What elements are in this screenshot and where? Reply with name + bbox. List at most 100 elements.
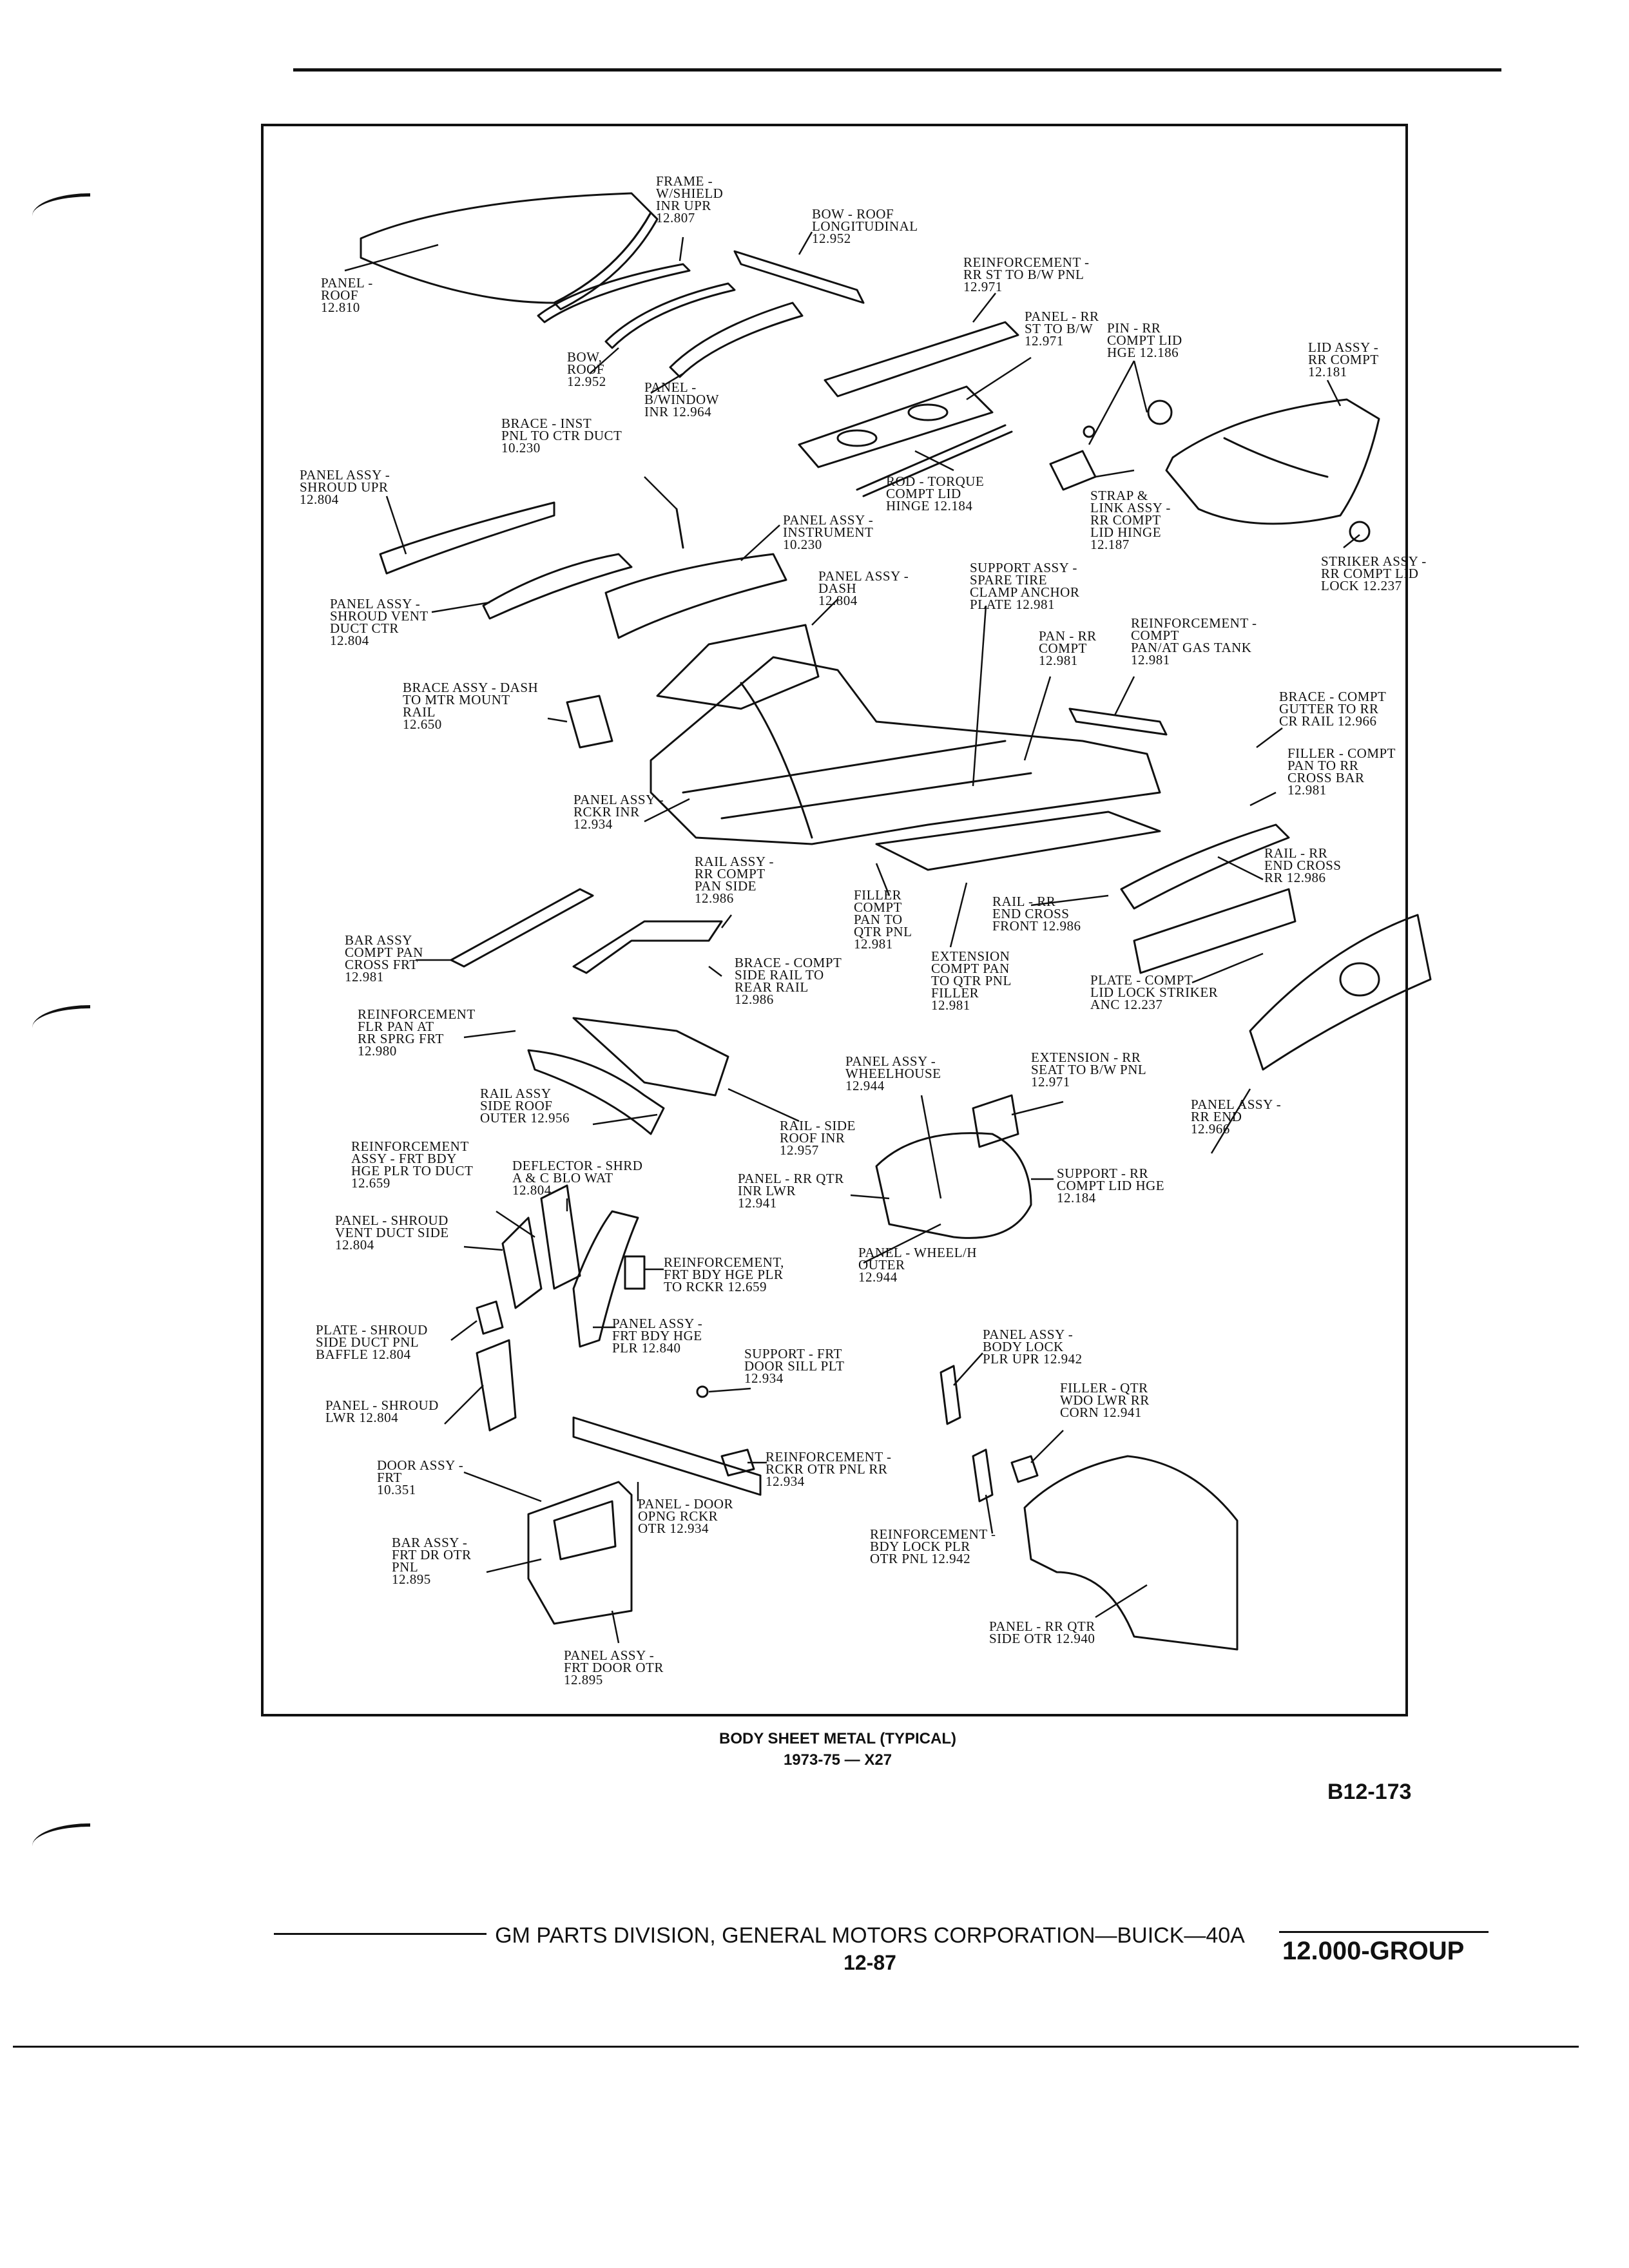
label-door-assy-frt: DOOR ASSY - FRT 10.351 — [377, 1457, 464, 1497]
longitudinal-bow-shape — [733, 250, 865, 304]
label-pin-rr-compt: PIN - RR COMPT LID HGE 12.186 — [1107, 320, 1182, 360]
header-rule — [293, 68, 1501, 72]
label-panel-shroud-lwr: PANEL - SHROUD LWR 12.804 — [325, 1398, 439, 1425]
label-reinf-compt-pan: REINFORCEMENT - COMPT PAN/AT GAS TANK 12… — [1131, 615, 1257, 668]
label-filler-compt-pan-qtr: FILLER COMPT PAN TO QTR PNL 12.981 — [854, 887, 912, 952]
label-brace-compt-side-rail: BRACE - COMPT SIDE RAIL TO REAR RAIL 12.… — [735, 955, 842, 1007]
rr-compt-pan-shape — [875, 811, 1161, 871]
label-frame-wshield: FRAME - W/SHIELD INR UPR 12.807 — [656, 173, 724, 226]
label-panel-wheel-outer: PANEL - WHEEL/H OUTER 12.944 — [858, 1245, 978, 1285]
label-reinf-frt-bdy-hge-duct: REINFORCEMENT ASSY - FRT BDY HGE PLR TO … — [351, 1139, 474, 1191]
label-panel-wheelhouse: PANEL ASSY - WHEELHOUSE 12.944 — [845, 1053, 941, 1093]
shroud-vent-shape — [482, 553, 633, 620]
label-rail-rr-compt-pan-side: RAIL ASSY - RR COMPT PAN SIDE 12.986 — [695, 854, 774, 906]
floor-tunnel — [740, 682, 813, 839]
striker-shape — [1349, 521, 1371, 543]
label-plate-shroud-baffle: PLATE - SHROUD SIDE DUCT PNL BAFFLE 12.8… — [316, 1322, 428, 1362]
reinf-bdy-lock-shape — [972, 1448, 994, 1503]
torque-rod-shape — [856, 424, 1007, 491]
label-brace-dash-mtr: BRACE ASSY - DASH TO MTR MOUNT RAIL 12.6… — [403, 680, 539, 732]
figure-reference-number: B12-173 — [1327, 1780, 1412, 1804]
shroud-upr-shape — [379, 501, 555, 575]
label-reinf-flr-pan: REINFORCEMENT FLR PAN AT RR SPRG FRT 12.… — [358, 1006, 476, 1059]
tail-lamp-opening — [1339, 962, 1380, 997]
shroud-side-shape — [501, 1216, 543, 1309]
label-panel-bwindow: PANEL - B/WINDOW INR 12.964 — [644, 380, 719, 419]
plate-shroud-baffle-shape — [476, 1300, 504, 1335]
label-panel-instrument: PANEL ASSY - INSTRUMENT 10.230 — [783, 512, 874, 552]
speaker-hole — [907, 403, 949, 421]
label-panel-frt-door-otr: PANEL ASSY - FRT DOOR OTR 12.895 — [564, 1648, 664, 1687]
body-lock-pillar-shape — [940, 1365, 961, 1425]
label-panel-door-opng: PANEL - DOOR OPNG RCKR OTR 12.934 — [638, 1496, 733, 1536]
footer-page-number: 12-87 — [843, 1951, 896, 1974]
floor-rib — [720, 772, 1032, 820]
torque-rod-shape — [862, 430, 1013, 497]
label-extension-compt-pan: EXTENSION COMPT PAN TO QTR PNL FILLER 12… — [931, 948, 1012, 1013]
rear-end-panel-shape — [1249, 914, 1432, 1071]
label-bar-assy-compt-pan: BAR ASSY COMPT PAN CROSS FRT 12.981 — [345, 932, 423, 985]
label-panel-rr-qtr-side: PANEL - RR QTR SIDE OTR 12.940 — [989, 1619, 1095, 1646]
cross-bar-shape — [450, 888, 594, 968]
label-extension-rr-seat: EXTENSION - RR SEAT TO B/W PNL 12.971 — [1031, 1050, 1147, 1090]
label-reinf-frt-bdy-rckr: REINFORCEMENT, FRT BDY HGE PLR TO RCKR 1… — [664, 1254, 784, 1294]
label-reinf-rckr-otr: REINFORCEMENT - RCKR OTR PNL RR 12.934 — [766, 1449, 892, 1489]
roof-panel-shape — [360, 192, 652, 304]
diagram-caption-title: BODY SHEET METAL (TYPICAL) — [718, 1730, 956, 1747]
label-bar-assy-frt-dr: BAR ASSY - FRT DR OTR PNL 12.895 — [392, 1535, 472, 1587]
label-panel-rr-qtr-inr: PANEL - RR QTR INR LWR 12.941 — [738, 1171, 844, 1211]
instrument-panel-shape — [604, 553, 787, 639]
door-window-opening — [553, 1500, 617, 1561]
windshield-frame-shape — [537, 263, 691, 323]
label-filler-compt-pan-cross: FILLER - COMPT PAN TO RR CROSS BAR 12.98… — [1287, 745, 1396, 798]
hinge-strap-shape — [1049, 450, 1097, 491]
label-filler-qtr-wdo: FILLER - QTR WDO LWR RR CORN 12.941 — [1060, 1380, 1150, 1420]
reinf-rr-seat-shape — [824, 321, 1019, 398]
speaker-hole — [836, 429, 878, 447]
rr-seat-bw-panel-shape — [798, 385, 994, 468]
label-bow-roof-longitudinal: BOW - ROOF LONGITUDINAL 12.952 — [812, 206, 918, 246]
dash-panel-shape — [656, 624, 820, 710]
compt-side-rail-shape — [572, 920, 723, 974]
label-striker-assy: STRIKER ASSY - RR COMPT LID LOCK 12.237 — [1321, 553, 1427, 593]
label-strap-link: STRAP & LINK ASSY - RR COMPT LID HINGE 1… — [1090, 488, 1171, 552]
front-door-shape — [527, 1481, 633, 1625]
label-pan-rr-compt: PAN - RR COMPT 12.981 — [1039, 628, 1097, 668]
decklid-shape — [1165, 398, 1380, 525]
roof-panel-edge — [553, 211, 659, 311]
label-panel-frt-bdy-hge: PANEL ASSY - FRT BDY HGE PLR 12.840 — [612, 1316, 703, 1356]
label-panel-shroud-vent: PANEL ASSY - SHROUD VENT DUCT CTR 12.804 — [330, 596, 429, 648]
label-support-spare: SUPPORT ASSY - SPARE TIRE CLAMP ANCHOR P… — [970, 560, 1080, 612]
side-roof-inr-shape — [572, 1017, 729, 1097]
label-panel-body-lock: PANEL ASSY - BODY LOCK PLR UPR 12.942 — [983, 1327, 1083, 1367]
label-panel-rr-st-bw: PANEL - RR ST TO B/W 12.971 — [1025, 309, 1099, 349]
label-brace-inst: BRACE - INST PNL TO CTR DUCT 10.230 — [501, 416, 622, 456]
filler-qtr-wdo-shape — [1010, 1455, 1039, 1483]
label-rail-side-roof-outer: RAIL ASSY SIDE ROOF OUTER 12.956 — [480, 1086, 570, 1126]
door-sill-support-shape — [696, 1385, 709, 1398]
label-support-rr-compt-lid: SUPPORT - RR COMPT LID HGE 12.184 — [1057, 1166, 1165, 1206]
brace-inst-shape — [675, 508, 684, 549]
side-roof-rail-shape — [527, 1049, 665, 1135]
reinf-rckr-otr-shape — [720, 1448, 755, 1477]
deflector-shape — [540, 1184, 581, 1290]
label-reinf-rr-st-bw: REINFORCEMENT - RR ST TO B/W PNL 12.971 — [963, 255, 1090, 294]
wheelhouse-shape — [875, 1132, 1032, 1239]
footer-rule-left — [274, 1933, 487, 1935]
bw-inner-panel-shape — [669, 302, 804, 378]
label-panel-shroud-vent-side: PANEL - SHROUD VENT DUCT SIDE 12.804 — [335, 1213, 449, 1253]
bottom-edge-line — [13, 2046, 1579, 2048]
decklid-crease — [1223, 437, 1329, 478]
label-panel-rckr-inr: PANEL ASSY - RCKR INR 12.934 — [574, 792, 664, 832]
hinge-pin-shape — [1147, 399, 1173, 425]
compt-pan-side-rail — [1068, 707, 1168, 736]
brace-dash-shape — [566, 695, 613, 749]
extension-rr-seat-shape — [972, 1094, 1019, 1148]
label-support-frt-door-sill: SUPPORT - FRT DOOR SILL PLT 12.934 — [744, 1346, 845, 1386]
label-panel-shroud-upr: PANEL ASSY - SHROUD UPR 12.804 — [300, 467, 390, 507]
frt-bdy-hinge-pillar-shape — [572, 1210, 639, 1348]
label-rod-torque: ROD - TORQUE COMPT LID HINGE 12.184 — [886, 474, 985, 514]
label-deflector-shrd: DEFLECTOR - SHRD A & C BLO WAT 12.804 — [512, 1158, 643, 1198]
rocker-panel-shape — [572, 1416, 762, 1496]
